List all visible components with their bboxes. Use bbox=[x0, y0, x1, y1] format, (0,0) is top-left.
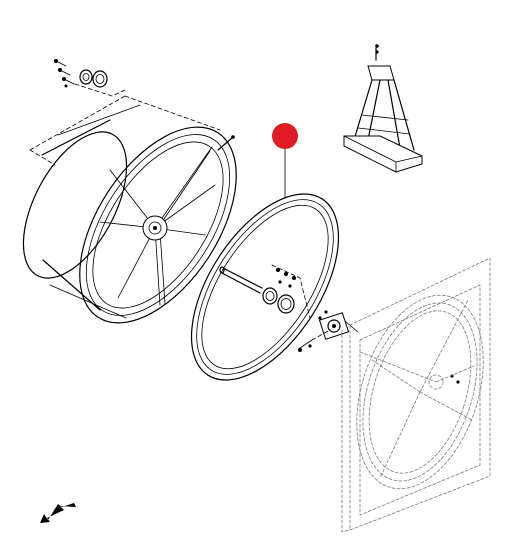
support-stand bbox=[343, 44, 423, 173]
drum-guide-dashed bbox=[29, 95, 221, 166]
ghost-housing bbox=[341, 257, 491, 533]
red-dot-marker-icon bbox=[272, 123, 298, 149]
arrow-down-left-icon bbox=[40, 503, 76, 523]
bearing-washer-left bbox=[79, 69, 93, 85]
bearing-ring-left bbox=[92, 70, 108, 88]
center-shaft-assembly bbox=[219, 264, 311, 319]
screw-cluster-left bbox=[54, 59, 75, 88]
top-left-hardware bbox=[54, 59, 126, 97]
screw-cluster-center bbox=[276, 268, 296, 288]
mounting-plate-assembly bbox=[298, 310, 359, 352]
front-ring bbox=[190, 193, 340, 381]
rear-drum bbox=[22, 104, 237, 324]
